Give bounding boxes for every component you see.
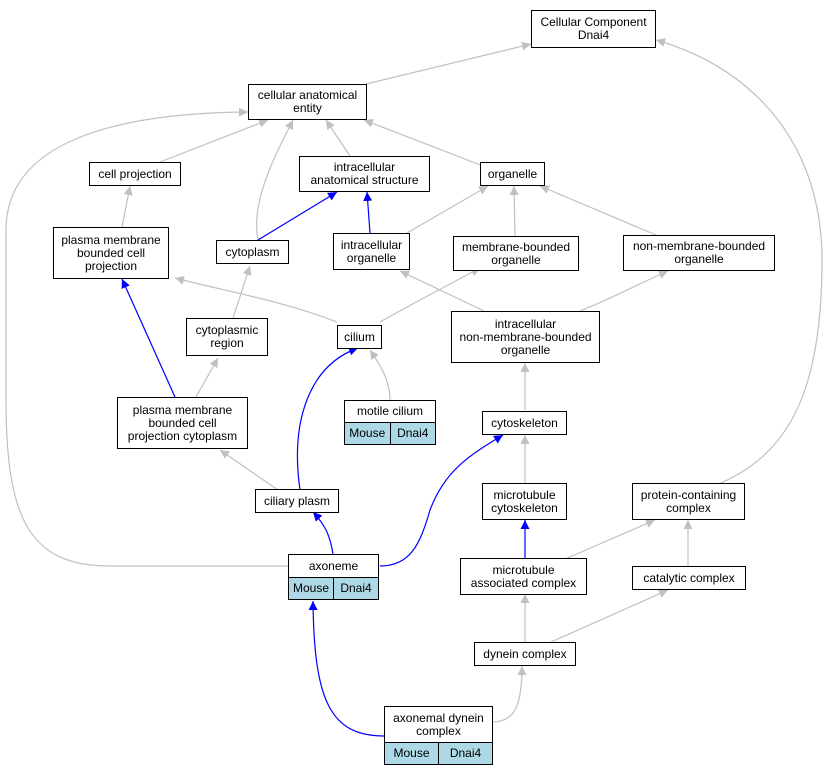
annotation-gene: Dnai4 xyxy=(333,578,378,599)
edge-cilplasm-to-cilium xyxy=(296,346,359,491)
edge-intorg-to-ias xyxy=(363,191,373,234)
edge-axdynein-to-axoneme xyxy=(308,600,385,737)
edge-ias-to-cae xyxy=(325,119,351,157)
node-intracellular-non-membrane-bounded-organelle[interactable]: intracellular non-membrane-bounded organ… xyxy=(451,311,600,363)
edge-inmbo-to-nmbo xyxy=(579,270,669,312)
edge-pcc-to-root xyxy=(655,38,823,486)
node-dynein-complex[interactable]: dynein complex xyxy=(474,642,576,666)
edge-pmbcpc-to-cytreg xyxy=(195,357,219,398)
edge-axdynein-to-dynein xyxy=(491,665,527,723)
node-cellular-component[interactable]: Cellular Component Dnai4 xyxy=(531,10,656,48)
node-intracellular-anatomical-structure[interactable]: intracellular anatomical structure xyxy=(299,156,430,192)
edge-cytreg-to-cytoplasm xyxy=(232,265,252,319)
annotation-row: Mouse Dnai4 xyxy=(345,422,435,444)
node-catalytic-complex[interactable]: catalytic complex xyxy=(632,566,746,590)
edge-axoneme-to-cae xyxy=(5,107,288,567)
node-axoneme[interactable]: axoneme Mouse Dnai4 xyxy=(288,554,379,600)
node-motile-cilium[interactable]: motile cilium Mouse Dnai4 xyxy=(344,400,436,445)
annotation-species: Mouse xyxy=(289,578,333,599)
node-cellular-anatomical-entity[interactable]: cellular anatomical entity xyxy=(248,84,367,120)
edge-axoneme-to-cilplasm xyxy=(312,511,334,555)
node-motile-cilium-label: motile cilium xyxy=(356,404,423,418)
node-microtubule-associated-complex[interactable]: microtubule associated complex xyxy=(460,558,587,595)
node-cytoplasmic-region[interactable]: cytoplasmic region xyxy=(186,318,268,356)
node-cilium[interactable]: cilium xyxy=(337,325,382,349)
edge-dynein-to-catcomp xyxy=(550,589,669,643)
edge-cytoplasm-to-ias xyxy=(257,191,338,241)
edge-nmbo-to-organelle xyxy=(539,185,657,236)
node-non-membrane-bounded-organelle[interactable]: non-membrane-bounded organelle xyxy=(623,235,775,271)
edge-inmbo-to-intorg xyxy=(399,270,485,312)
edge-cilium-to-pmbcp xyxy=(174,275,338,323)
edge-axoneme-to-cytoskel xyxy=(379,434,504,567)
node-microtubule-cytoskeleton[interactable]: microtubule cytoskeleton xyxy=(482,483,567,520)
annotation-species: Mouse xyxy=(345,423,390,444)
node-organelle[interactable]: organelle xyxy=(480,162,545,186)
node-ciliary-plasm[interactable]: ciliary plasm xyxy=(255,489,339,513)
node-cytoskeleton[interactable]: cytoskeleton xyxy=(482,411,567,435)
node-axoneme-label: axoneme xyxy=(308,558,359,573)
node-plasma-membrane-bounded-cell-projection[interactable]: plasma membrane bounded cell projection xyxy=(53,227,169,279)
edge-intorg-to-organelle xyxy=(406,185,489,234)
node-protein-containing-complex[interactable]: protein-containing complex xyxy=(632,483,745,520)
edge-mbo-to-organelle xyxy=(509,185,519,237)
annotation-species: Mouse xyxy=(385,743,438,764)
edge-pmbcp-to-cellproj xyxy=(121,185,133,228)
node-intracellular-organelle[interactable]: intracellular organelle xyxy=(333,233,410,270)
edge-cilium-to-intorg-main xyxy=(379,267,481,323)
annotation-gene: Dnai4 xyxy=(389,423,435,444)
edge-mtac-to-pcc xyxy=(562,519,656,561)
annotation-row: Mouse Dnai4 xyxy=(289,577,378,599)
annotation-row: Mouse Dnai4 xyxy=(385,742,492,764)
node-axonemal-dynein-complex[interactable]: axonemal dynein complex Mouse Dnai4 xyxy=(384,706,493,765)
edge-motcil-to-cilium xyxy=(369,349,391,401)
node-membrane-bounded-organelle[interactable]: membrane-bounded organelle xyxy=(453,236,579,271)
node-axonemal-dynein-complex-label: axonemal dynein complex xyxy=(393,710,484,738)
edge-pmbcpc-to-pmbcp xyxy=(121,278,176,398)
edge-cae-to-root xyxy=(365,41,532,85)
edge-cellproj-to-cae xyxy=(159,119,269,163)
annotation-gene: Dnai4 xyxy=(438,743,492,764)
edge-organelle-to-cae xyxy=(363,119,484,167)
edge-cytoplasm-to-cae xyxy=(256,119,294,241)
node-cytoplasm[interactable]: cytoplasm xyxy=(216,240,289,264)
edge-cilplasm-to-pmbcpc xyxy=(219,449,279,491)
node-cell-projection[interactable]: cell projection xyxy=(89,162,181,186)
node-plasma-membrane-bounded-cell-projection-cytoplasm[interactable]: plasma membrane bounded cell projection … xyxy=(117,397,248,449)
